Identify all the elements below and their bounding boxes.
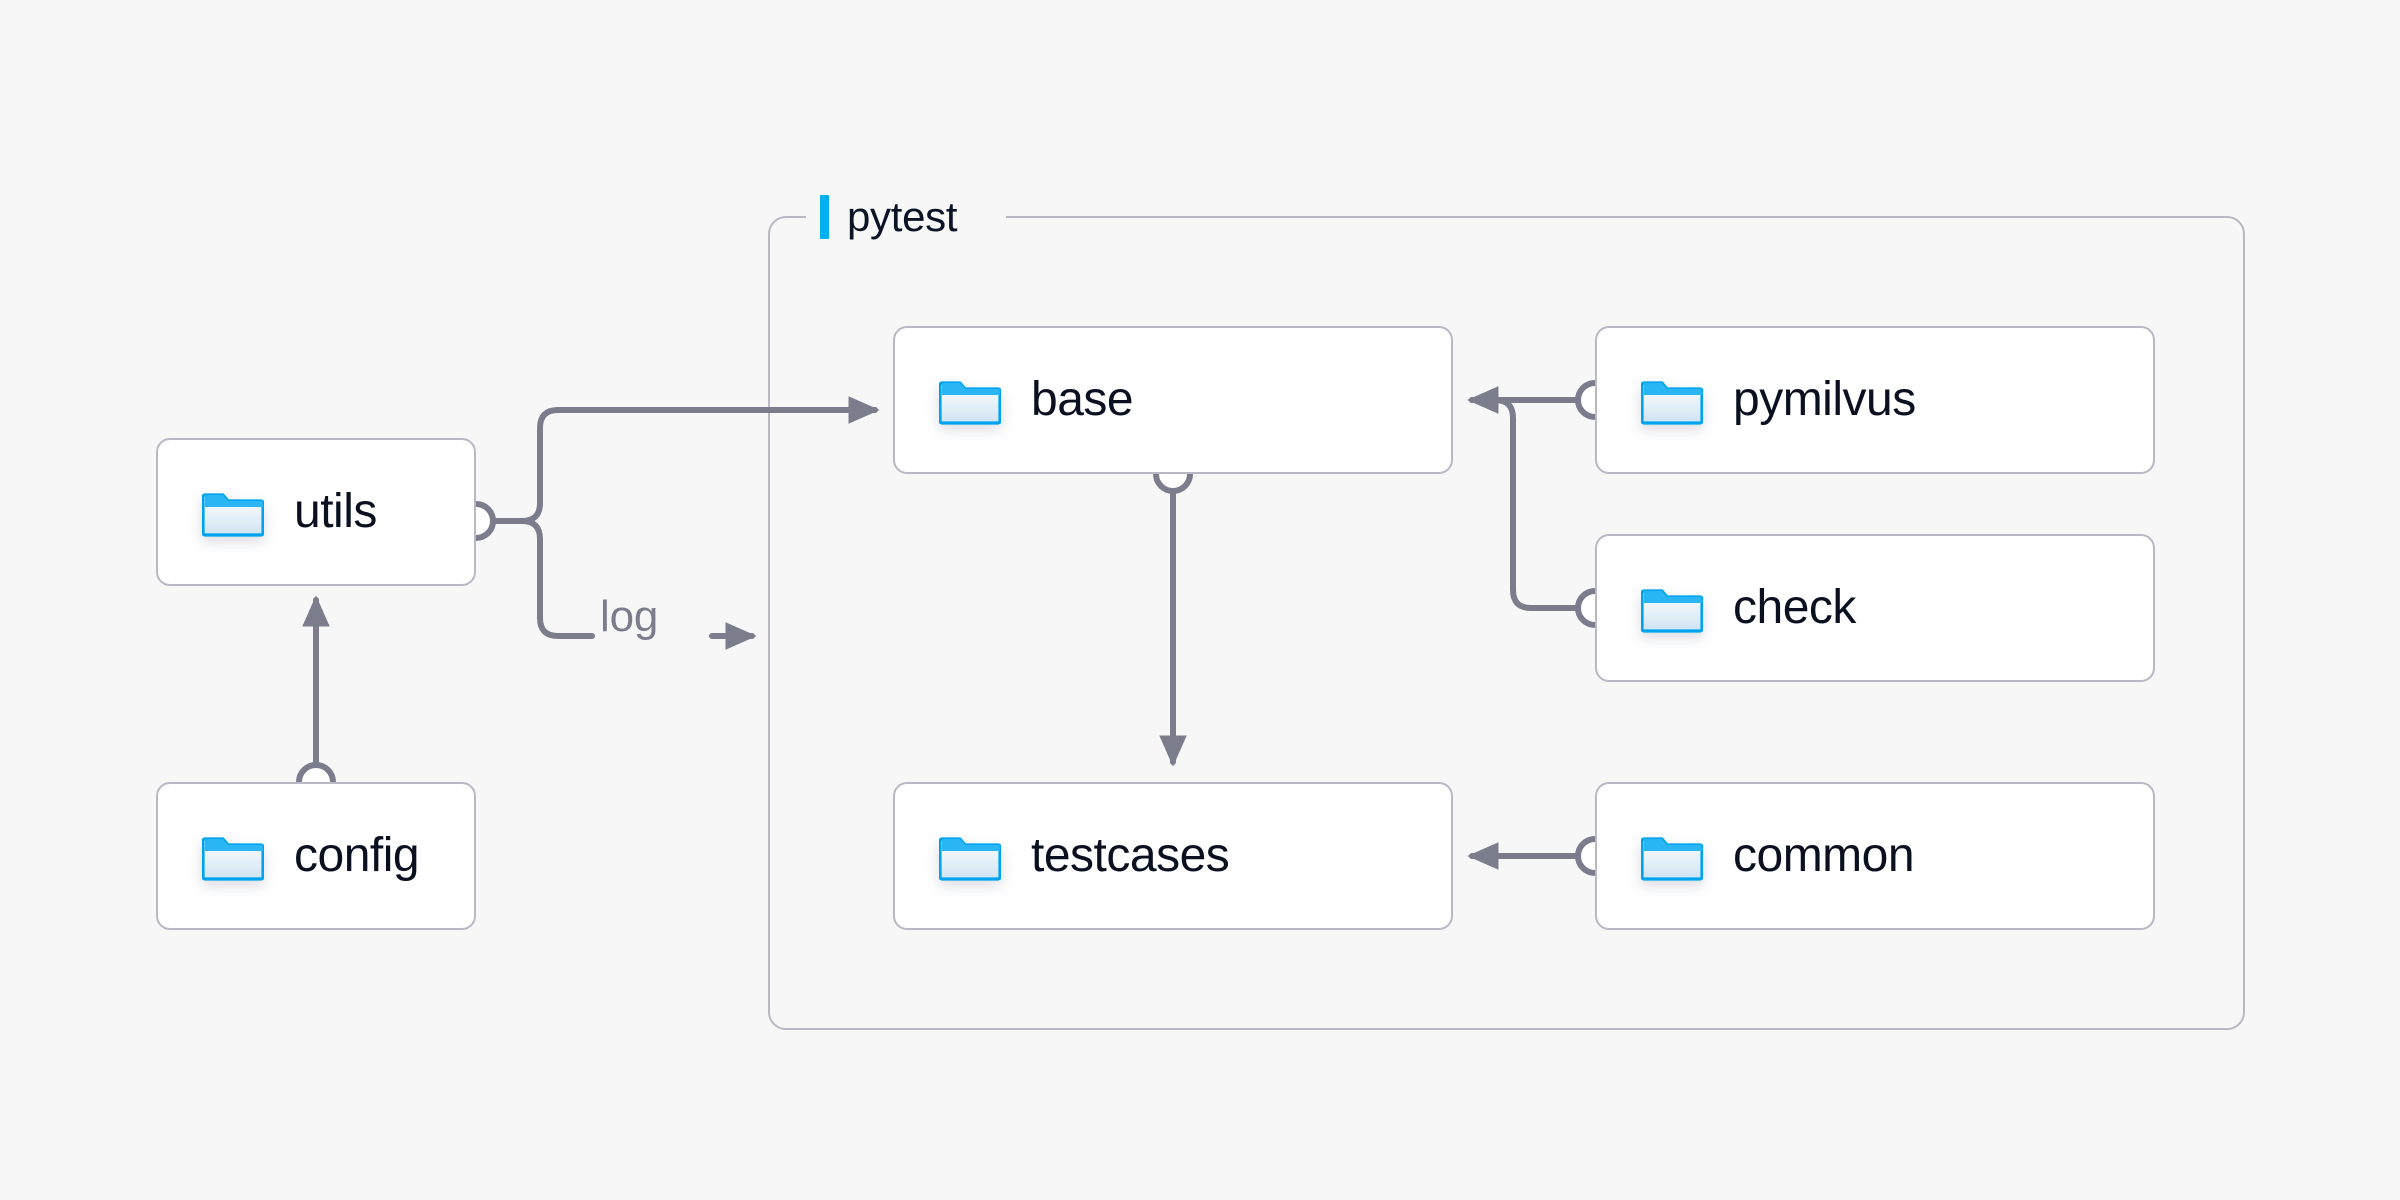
node-label: utils	[294, 485, 377, 538]
node-label: check	[1733, 581, 1856, 634]
node-base[interactable]: base	[893, 326, 1453, 474]
node-pymilvus[interactable]: pymilvus	[1595, 326, 2155, 474]
folder-icon	[1641, 381, 1703, 425]
node-label: pymilvus	[1733, 373, 1916, 426]
folder-icon	[939, 381, 1001, 425]
node-label: base	[1031, 373, 1134, 426]
node-label: testcases	[1031, 829, 1230, 882]
node-common[interactable]: common	[1595, 782, 2155, 930]
group-title-label: pytest	[847, 193, 958, 240]
group-title-pytest: pytest	[820, 188, 958, 246]
edge-config-to-utils	[296, 595, 336, 802]
group-container-pytest[interactable]	[768, 216, 2245, 1030]
node-label: config	[294, 829, 420, 882]
node-testcases[interactable]: testcases	[893, 782, 1453, 930]
node-config[interactable]: config	[156, 782, 476, 930]
folder-icon	[1641, 589, 1703, 633]
node-check[interactable]: check	[1595, 534, 2155, 682]
node-utils[interactable]: utils	[156, 438, 476, 586]
node-label: common	[1733, 829, 1915, 882]
edge-label-log: log	[600, 592, 659, 641]
folder-icon	[1641, 837, 1703, 881]
folder-icon	[202, 493, 264, 537]
folder-icon	[939, 837, 1001, 881]
group-title-gap	[806, 200, 1006, 234]
folder-icon	[202, 837, 264, 881]
accent-bar-icon	[820, 195, 829, 239]
